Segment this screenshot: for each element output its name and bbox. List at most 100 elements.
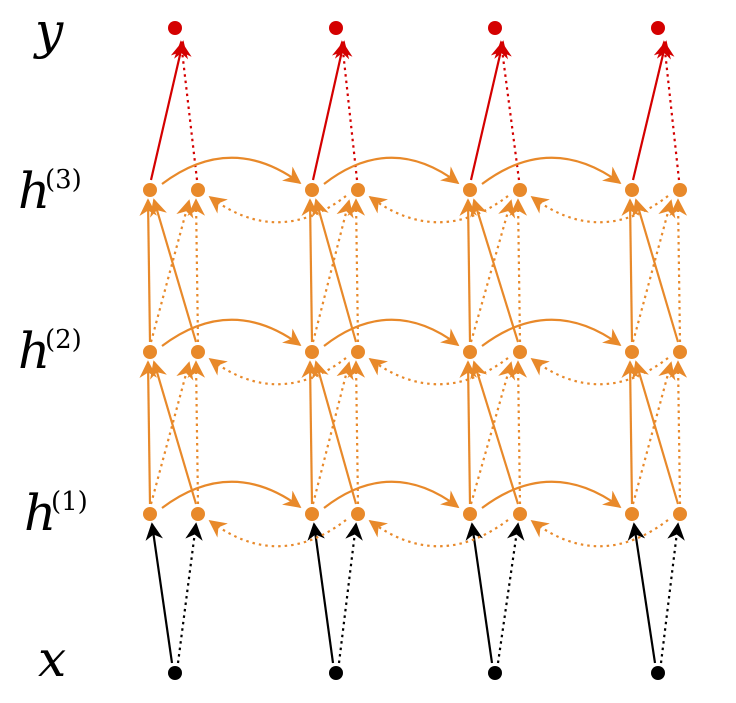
edge-forward-recurrent	[161, 156, 302, 185]
hidden-forward-node	[463, 507, 477, 521]
edge-input-to-h1-backward	[176, 522, 203, 664]
hidden-backward-node	[351, 507, 365, 521]
edge-hidden-bwd-to-fwd	[150, 198, 198, 343]
edge-hidden-fwd-to-bwd	[149, 199, 194, 343]
edge-input-to-h1-backward	[337, 522, 363, 664]
edge-forward-recurrent	[323, 480, 460, 509]
edge-hidden-fwd-to-bwd	[469, 199, 516, 343]
edge-hidden-bwd-to-fwd	[470, 198, 520, 343]
hidden-forward-node	[143, 507, 157, 521]
edge-h3-fwd-to-output	[149, 40, 188, 181]
hidden-backward-node	[513, 507, 527, 521]
edge-backward-recurrent	[530, 519, 669, 548]
edge-backward-recurrent	[208, 357, 347, 386]
edge-hidden-fwd-to-bwd	[469, 361, 516, 505]
edge-hidden-fwd-to-bwd	[631, 361, 676, 505]
edge-hidden-fwd-to-fwd	[459, 360, 478, 505]
edge-forward-recurrent	[481, 318, 622, 347]
edge-input-to-h1-forward	[627, 522, 657, 664]
edge-hidden-bwd-to-bwd	[509, 360, 528, 505]
hidden-backward-node	[191, 183, 205, 197]
edge-hidden-bwd-to-bwd	[347, 360, 366, 505]
edge-hidden-bwd-to-bwd	[347, 198, 366, 343]
edge-hidden-bwd-to-fwd	[150, 360, 198, 505]
input-node	[651, 666, 665, 680]
label-y: y	[33, 2, 64, 60]
label-h1-base: h	[24, 484, 56, 542]
label-x: x	[38, 630, 66, 688]
edge-backward-recurrent	[368, 195, 509, 224]
edge-hidden-bwd-to-fwd	[632, 360, 680, 505]
edge-h3-fwd-to-output	[311, 40, 350, 181]
edge-hidden-fwd-to-bwd	[311, 199, 354, 343]
edge-h3-bwd-to-output	[494, 40, 521, 181]
edge-h3-bwd-to-output	[334, 40, 359, 181]
edge-hidden-bwd-to-fwd	[632, 198, 680, 343]
edge-h3-fwd-to-output	[469, 40, 508, 181]
hidden-backward-node	[673, 345, 687, 359]
hidden-forward-node	[305, 183, 319, 197]
hidden-backward-node	[513, 345, 527, 359]
hidden-backward-node	[191, 345, 205, 359]
edge-hidden-bwd-to-fwd	[311, 360, 358, 505]
label-h3-sup: (3)	[45, 165, 82, 195]
output-node	[329, 21, 343, 35]
edge-hidden-fwd-to-fwd	[459, 198, 478, 343]
output-node	[651, 21, 665, 35]
label-h1-sup: (1)	[51, 487, 88, 517]
edge-forward-recurrent	[481, 156, 622, 185]
edge-backward-recurrent	[208, 195, 347, 224]
input-node	[329, 666, 343, 680]
label-h3-base: h	[18, 162, 50, 220]
edge-hidden-bwd-to-bwd	[187, 360, 206, 505]
edge-hidden-bwd-to-bwd	[187, 198, 206, 343]
edge-backward-recurrent	[530, 195, 669, 224]
input-node	[168, 666, 182, 680]
output-node	[488, 21, 502, 35]
output-node	[168, 21, 182, 35]
edge-hidden-fwd-to-fwd	[139, 360, 158, 505]
edge-h3-fwd-to-output	[631, 40, 671, 181]
edge-hidden-fwd-to-bwd	[149, 361, 194, 505]
hidden-forward-node	[625, 183, 639, 197]
input-node	[488, 666, 502, 680]
edge-forward-recurrent	[323, 318, 460, 347]
hidden-backward-node	[351, 345, 365, 359]
hidden-backward-node	[191, 507, 205, 521]
edge-hidden-bwd-to-bwd	[669, 198, 688, 343]
edge-input-to-h1-forward	[465, 522, 494, 664]
label-h2-sup: (2)	[45, 325, 82, 355]
hidden-backward-node	[351, 183, 365, 197]
edges	[139, 40, 688, 664]
label-h3: h (3)	[18, 162, 82, 220]
edge-h3-bwd-to-output	[656, 40, 681, 181]
edge-hidden-fwd-to-fwd	[301, 198, 320, 343]
edge-backward-recurrent	[368, 519, 509, 548]
hidden-forward-node	[305, 507, 319, 521]
edge-forward-recurrent	[323, 156, 460, 185]
edge-hidden-bwd-to-bwd	[669, 360, 688, 505]
hidden-forward-node	[143, 345, 157, 359]
edge-hidden-fwd-to-fwd	[621, 198, 640, 343]
edge-forward-recurrent	[161, 318, 302, 347]
edge-input-to-h1-backward	[659, 522, 685, 664]
label-h2-base: h	[18, 322, 50, 380]
edge-hidden-fwd-to-fwd	[621, 360, 640, 505]
edge-hidden-fwd-to-fwd	[301, 360, 320, 505]
edge-backward-recurrent	[208, 519, 347, 548]
label-h2: h (2)	[18, 322, 82, 380]
hidden-backward-node	[673, 183, 687, 197]
edge-input-to-h1-backward	[496, 522, 525, 664]
edge-input-to-h1-forward	[307, 522, 335, 664]
nodes	[143, 21, 687, 680]
edge-hidden-bwd-to-fwd	[311, 198, 358, 343]
hidden-forward-node	[625, 507, 639, 521]
edge-forward-recurrent	[481, 480, 622, 509]
hidden-forward-node	[625, 345, 639, 359]
edge-forward-recurrent	[161, 480, 302, 509]
edge-backward-recurrent	[530, 357, 669, 386]
label-h1: h (1)	[24, 484, 88, 542]
hidden-forward-node	[463, 183, 477, 197]
hidden-backward-node	[513, 183, 527, 197]
